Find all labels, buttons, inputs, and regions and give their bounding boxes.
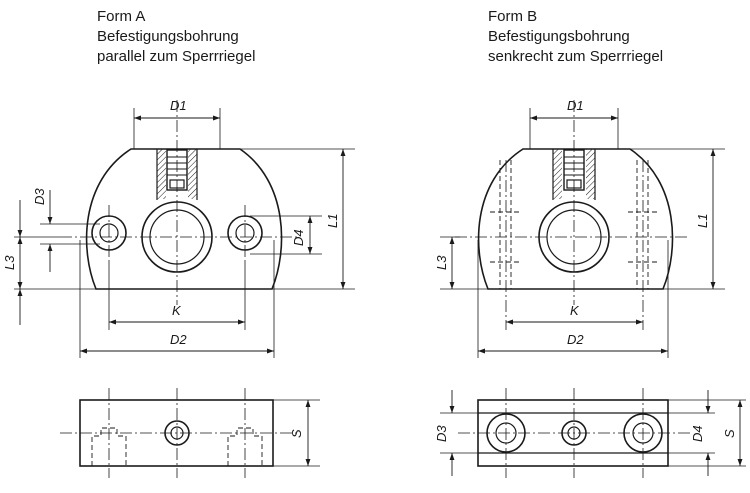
- form-b-line1: Befestigungsbohrung: [488, 28, 630, 45]
- form-a-caption: Form A Befestigungsbohrung parallel zum …: [97, 7, 255, 67]
- label-k-a: K: [172, 303, 182, 318]
- label-d4-b: D4: [690, 425, 705, 442]
- form-b-line2: senkrecht zum Sperrriegel: [488, 48, 664, 65]
- label-d4-a: D4: [291, 229, 306, 246]
- form-b-top-labels: D3 D4 S: [434, 425, 737, 442]
- label-s-b: S: [722, 429, 737, 438]
- label-s-a: S: [289, 429, 304, 438]
- label-d1-b: D1: [567, 98, 584, 113]
- form-b-top-view: [440, 388, 746, 478]
- form-b-title: Form B: [488, 8, 538, 25]
- form-a-front-view: [14, 100, 355, 358]
- form-a-top-view: [60, 388, 320, 478]
- label-l3-b: L3: [434, 255, 449, 270]
- label-d2-a: D2: [170, 332, 187, 347]
- form-a-line1: Befestigungsbohrung: [97, 28, 239, 45]
- form-a-front-labels: D1 K D2 L1 L3 D3 D4: [2, 98, 340, 347]
- form-b-front-view: [440, 100, 725, 358]
- form-a-line2: parallel zum Sperrriegel: [97, 48, 256, 65]
- label-d1-a: D1: [170, 98, 187, 113]
- form-a-title: Form A: [97, 8, 146, 25]
- label-k-b: K: [570, 303, 580, 318]
- label-d3-b: D3: [434, 425, 449, 442]
- form-a-hatch-left: [157, 149, 166, 199]
- label-d3-a: D3: [32, 188, 47, 205]
- form-a-top-labels: S: [289, 429, 304, 438]
- form-b-front-labels: D1 K D2 L1 L3: [434, 98, 710, 347]
- label-d2-b: D2: [567, 332, 584, 347]
- form-b-hidden-bores: [490, 160, 660, 289]
- form-b-caption: Form B Befestigungsbohrung senkrecht zum…: [488, 7, 663, 67]
- label-l1-a: L1: [325, 214, 340, 228]
- label-l1-b: L1: [695, 214, 710, 228]
- label-l3-a: L3: [2, 255, 17, 270]
- form-a-hatch-right: [188, 149, 197, 199]
